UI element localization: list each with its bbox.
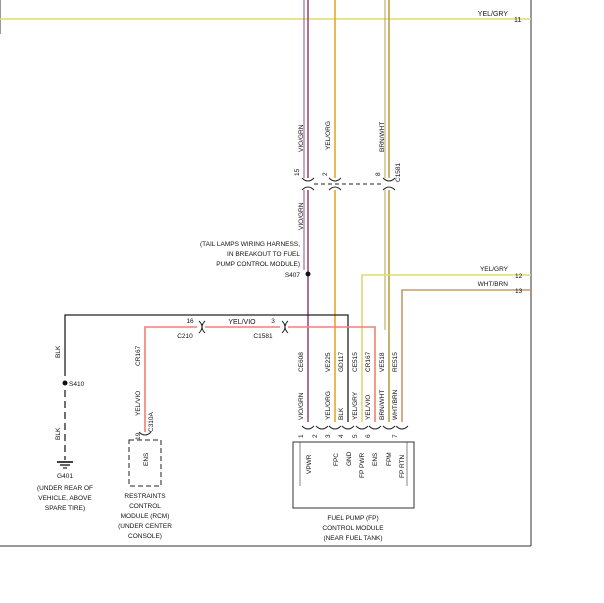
rcm-name-line1: RESTRAINTS xyxy=(124,493,166,500)
wire-label-yel-org-upper: YEL/ORG xyxy=(325,121,332,150)
rcm-name-line2: CONTROL xyxy=(129,503,161,510)
fp-circuit-re515: RE515 xyxy=(392,352,399,372)
fp-wire-vio-grn: VIO/GRN xyxy=(298,392,305,420)
restraints-control-module: CR167 YEL/VIO 19 C310A ENS RESTRAINTS CO… xyxy=(118,345,172,540)
fp-pin-1: 1 xyxy=(298,434,305,438)
c1581-upper-name: C1581 xyxy=(395,162,402,182)
fp-circuit-ce515: CE515 xyxy=(352,352,359,372)
wire-yel-gry-12: YEL/GRY 12 xyxy=(361,266,531,422)
fp-wire-brn-wht: BRN/WHT xyxy=(379,390,386,420)
wire-label-vio-grn-lower: VIO/GRN xyxy=(298,202,305,230)
wire-label-yel-vio-inline: YEL/VIO xyxy=(228,319,256,326)
fp-pin-5: 5 xyxy=(352,434,359,438)
fp-pin-6: 6 xyxy=(365,434,372,438)
wire-label-vio-grn-upper: VIO/GRN xyxy=(298,124,305,152)
c210-name-label: C210 xyxy=(177,333,193,340)
fp-pin-3: 3 xyxy=(325,434,332,438)
splice-note-line1: (TAIL LAMPS WIRING HARNESS, xyxy=(200,241,300,248)
rcm-connector-label: C310A xyxy=(148,411,155,432)
page-frame xyxy=(0,0,532,547)
splice-note-line3: PUMP CONTROL MODULE) xyxy=(216,261,300,268)
fp-pin-name-ens: ENS xyxy=(372,452,379,466)
rcm-name-line5: CONSOLE) xyxy=(128,533,162,540)
fp-module-name-line1: FUEL PUMP (FP) xyxy=(327,515,378,522)
rcm-wire-label: YEL/VIO xyxy=(135,391,142,416)
ground-wire-label-upper: BLK xyxy=(55,345,62,358)
splice-note-line2: IN BREAKOUT TO FUEL xyxy=(227,251,300,258)
rcm-circuit-label: CR167 xyxy=(135,345,142,366)
splice-s410-label: S410 xyxy=(69,381,85,388)
fp-pin-7: 7 xyxy=(392,434,399,438)
c1581-pin-2: 2 xyxy=(322,172,329,176)
fp-wire-blk: BLK xyxy=(338,407,345,420)
wire-blk-ground: BLK S410 BLK G401 (UNDER REAR OF VEHICLE… xyxy=(37,314,349,512)
c1581-lower-name: C1581 xyxy=(253,333,273,340)
splice-s407: (TAIL LAMPS WIRING HARNESS, IN BREAKOUT … xyxy=(200,241,311,279)
fp-pin-name-fpc: FPC xyxy=(333,453,340,466)
rcm-name-line4: (UNDER CENTER xyxy=(118,523,172,530)
wire-yel-vio: 16 C210 YEL/VIO 3 C1581 xyxy=(144,318,376,432)
ground-note-line3: SPARE TIRE) xyxy=(45,505,85,512)
fp-pin-name-gnd: GND xyxy=(346,451,353,466)
c1581-pin-8: 8 xyxy=(375,172,382,176)
wire-label-yel-gry-12: YEL/GRY xyxy=(480,266,509,273)
fp-circuit-ve225: VE225 xyxy=(325,352,332,372)
rcm-pin-name: ENS xyxy=(143,452,150,466)
circuit-number-11: 11 xyxy=(514,17,521,24)
circuit-number-12: 12 xyxy=(515,273,523,280)
fp-wire-yel-vio: YEL/VIO xyxy=(365,395,372,420)
fp-pin-name-fp-rtn: FP RTN xyxy=(399,454,406,478)
fp-circuit-cr167: CR167 xyxy=(365,351,372,372)
connector-c1581-upper: 15 2 8 C1581 xyxy=(294,162,402,191)
circuit-number-13: 13 xyxy=(515,288,523,295)
ground-g401-label: G401 xyxy=(57,473,73,480)
c210-pin-label: 16 xyxy=(186,318,194,325)
wire-yel-gry-11: YEL/GRY 11 xyxy=(0,11,531,24)
wire-label-wht-brn-13: WHT/BRN xyxy=(478,281,509,288)
wire-label-yel-gry-top: YEL/GRY xyxy=(478,11,509,18)
fuel-pump-control-module: CE608 VE225 GD117 CE515 CR167 VE518 RE51… xyxy=(292,351,415,542)
rcm-pin-label: 19 xyxy=(135,432,142,440)
fp-wire-yel-gry: YEL/GRY xyxy=(352,391,359,420)
fp-pin-4: 4 xyxy=(338,434,345,438)
ground-wire-label-lower: BLK xyxy=(55,427,62,440)
fp-circuit-gd117: GD117 xyxy=(338,352,345,372)
fp-pin-name-fp-pwr: FP PWR xyxy=(359,453,366,478)
ground-note-line1: (UNDER REAR OF xyxy=(37,485,93,492)
fp-module-name-line3: (NEAR FUEL TANK) xyxy=(323,535,382,542)
fp-wire-yel-org: YEL/ORG xyxy=(325,391,332,420)
fp-wire-wht-brn: WHT/BRN xyxy=(392,389,399,420)
rcm-name-line3: MODULE (RCM) xyxy=(121,513,170,520)
splice-s407-label: S407 xyxy=(285,272,301,279)
wire-vio-grn xyxy=(303,0,309,422)
fp-module-name-line2: CONTROL MODULE xyxy=(322,525,384,532)
fp-pin-name-fpm: FPM xyxy=(386,452,393,466)
ground-note-line2: VEHICLE, ABOVE xyxy=(38,495,92,502)
fp-pin-name-vpwr: VPWR xyxy=(306,454,313,474)
fp-circuit-ve518: VE518 xyxy=(379,352,386,372)
fp-circuit-ce608: CE608 xyxy=(298,352,305,372)
c1581-pin-3: 3 xyxy=(271,318,275,325)
wire-brn-wht xyxy=(384,0,390,422)
c1581-pin-15: 15 xyxy=(294,168,301,176)
fp-pin-2: 2 xyxy=(312,434,319,438)
wire-label-brn-wht-upper: BRN/WHT xyxy=(379,122,386,152)
wire-wht-brn-13: WHT/BRN 13 xyxy=(401,281,531,422)
